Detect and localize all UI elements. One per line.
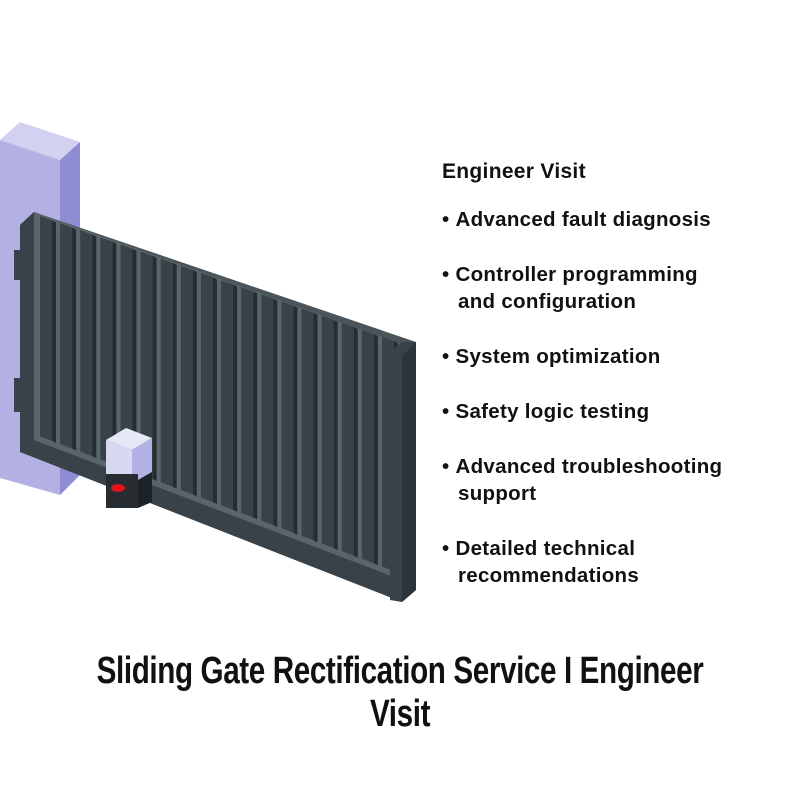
feature-item: Controller programming and configuration xyxy=(442,261,792,315)
gate-bar xyxy=(120,244,133,472)
feature-item: Advanced fault diagnosis xyxy=(442,206,792,233)
gate-bar-shadow xyxy=(132,248,137,474)
gate-bar xyxy=(40,216,52,441)
feature-item: Advanced troubleshooting support xyxy=(442,453,792,507)
gate-bar-shadow xyxy=(293,305,298,535)
red-indicator-icon xyxy=(111,484,125,492)
gate-bar-shadow xyxy=(313,312,318,543)
gate-bar xyxy=(60,223,73,449)
gate-bar xyxy=(341,322,354,556)
gate-bar-shadow xyxy=(72,227,77,451)
gate-bar-shadow xyxy=(353,326,358,558)
pillar-bracket xyxy=(14,250,24,280)
gate-bar-shadow xyxy=(333,319,338,550)
gate-bar xyxy=(221,280,234,510)
pillar-top xyxy=(0,122,80,160)
gate-bar-shadow xyxy=(273,298,278,528)
gate-bar xyxy=(180,265,193,495)
gate-bar-shadow xyxy=(92,234,97,459)
feature-list: Advanced fault diagnosis Controller prog… xyxy=(442,206,792,589)
gate-bar-shadow xyxy=(172,262,177,489)
gate-bar xyxy=(160,258,173,487)
feature-item: System optimization xyxy=(442,343,792,370)
gate-bar-shadow xyxy=(112,241,117,466)
service-caption: Sliding Gate Rectification Service I Eng… xyxy=(96,650,704,735)
gate-bar-shadow xyxy=(212,277,217,505)
gate-bars xyxy=(40,216,398,573)
feature-panel: Engineer Visit Advanced fault diagnosis … xyxy=(442,160,792,617)
gate-bar-shadow xyxy=(373,334,378,566)
gate-bar-shadow xyxy=(192,270,197,497)
gate-bar xyxy=(321,315,334,548)
gate-bar xyxy=(80,230,93,457)
pillar-bracket xyxy=(14,378,24,412)
gate-bar xyxy=(241,287,254,518)
gate-bar xyxy=(301,308,314,541)
gate-bar-shadow xyxy=(253,291,258,520)
gate-bar xyxy=(100,237,113,464)
gate-bar xyxy=(361,329,374,564)
feature-item: Detailed technical recommendations xyxy=(442,535,792,589)
gate-bar xyxy=(200,272,213,503)
gate-bar xyxy=(140,251,153,480)
gate-bar-shadow xyxy=(52,220,56,443)
gate-bar xyxy=(261,294,274,526)
gate-bar-shadow xyxy=(233,284,238,512)
gate-bar-shadow xyxy=(152,255,157,482)
motor-box-icon xyxy=(106,440,132,484)
motor-box-top xyxy=(106,428,152,450)
feature-item: Safety logic testing xyxy=(442,398,792,425)
panel-heading: Engineer Visit xyxy=(442,160,586,183)
gate-bar xyxy=(281,301,294,533)
gate-left-post xyxy=(20,212,34,452)
motor-base-side xyxy=(138,472,152,508)
gate-right-post-side xyxy=(402,342,416,602)
motor-box-side xyxy=(132,438,152,484)
